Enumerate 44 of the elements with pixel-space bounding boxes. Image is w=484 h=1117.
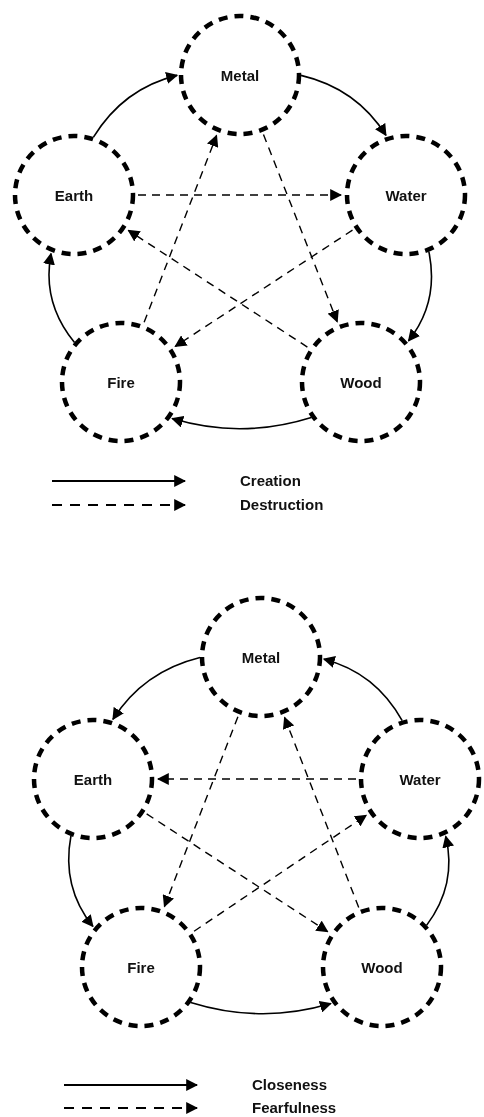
- arrow: [425, 835, 454, 927]
- arrow: [92, 72, 179, 138]
- dashed-arrow: [193, 814, 368, 932]
- node-label: Water: [399, 770, 441, 788]
- legend-label: Closeness: [252, 1076, 328, 1093]
- node-label: Earth: [54, 186, 94, 204]
- arrow: [112, 656, 201, 721]
- arrow: [300, 74, 387, 137]
- dashed-circle: [300, 321, 422, 443]
- arrow: [67, 835, 94, 928]
- arrow: [189, 1000, 332, 1015]
- dashed-circle: [359, 718, 481, 840]
- legend-label: Fearfulness: [252, 1099, 337, 1116]
- arrow: [322, 656, 403, 722]
- dashed-arrow: [145, 813, 329, 933]
- arrow: [43, 252, 76, 344]
- arrow: [171, 415, 313, 430]
- dashed-circle: [179, 14, 301, 136]
- node-label: Earth: [73, 770, 113, 788]
- dashed-circle: [345, 134, 467, 256]
- dashed-arrow: [262, 133, 339, 323]
- dashed-arrow: [282, 716, 360, 909]
- dashed-circle: [60, 321, 182, 443]
- dashed-arrow: [174, 229, 354, 348]
- dashed-arrow: [127, 229, 309, 348]
- arrow: [407, 250, 433, 342]
- node-label: Fire: [127, 958, 155, 976]
- dashed-arrow: [156, 773, 357, 785]
- node-label: Water: [385, 186, 427, 204]
- node-label: Metal: [241, 648, 281, 666]
- dashed-circle: [321, 906, 443, 1028]
- legend-label: Destruction: [240, 496, 324, 513]
- node-label: Fire: [107, 373, 135, 391]
- node-label: Metal: [220, 66, 260, 84]
- dashed-circle: [200, 596, 322, 718]
- node-label: Wood: [361, 958, 403, 976]
- dashed-circle: [13, 134, 135, 256]
- legend-label: Creation: [240, 472, 301, 489]
- dashed-circle: [32, 718, 154, 840]
- dashed-arrow: [137, 189, 343, 201]
- dashed-arrow: [143, 134, 219, 324]
- dashed-arrow: [162, 715, 239, 908]
- node-label: Wood: [340, 373, 382, 391]
- dashed-circle: [80, 906, 202, 1028]
